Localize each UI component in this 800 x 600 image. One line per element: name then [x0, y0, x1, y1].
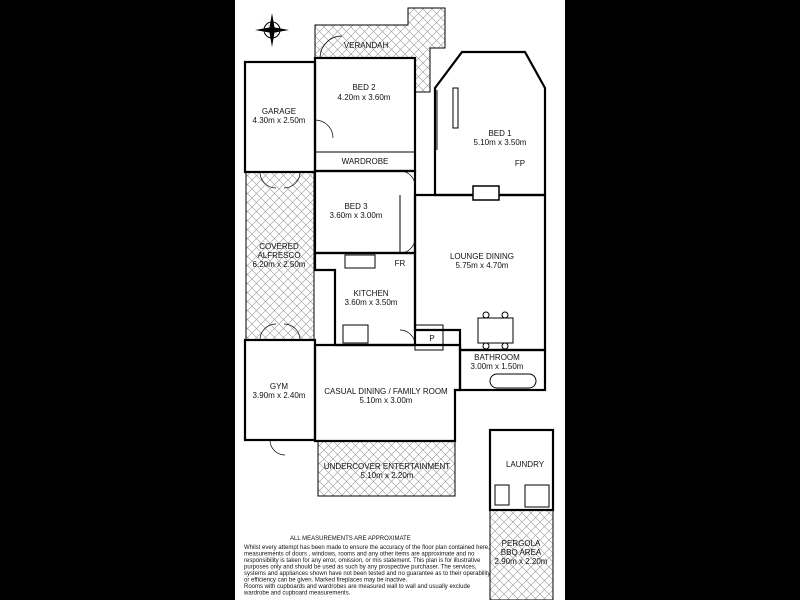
disclaimer-line: or efficiency can be given. Marked firep… — [244, 578, 408, 584]
bed1-size: 5.10m x 3.50m — [474, 138, 527, 147]
disclaimer-line: purposes only and should be used as such… — [244, 565, 477, 571]
outdoor-areas — [245, 7, 554, 600]
bed1-label: BED 1 — [488, 129, 512, 138]
alfresco-size: 6.20m x 2.50m — [253, 260, 306, 269]
undercover-size: 5.10m x 2.20m — [361, 471, 414, 480]
pergola-label-line1: PERGOLA — [502, 539, 541, 548]
fireplace-label: FP — [515, 159, 525, 168]
pantry-label: P — [429, 334, 434, 343]
disclaimer-line: Rooms with cupboards and wardrobes are m… — [244, 584, 471, 590]
wardrobe-label: WARDROBE — [342, 157, 389, 166]
bathroom-size: 3.00m x 1.50m — [471, 362, 524, 371]
disclaimer-line: Whilst every attempt has been made to en… — [244, 545, 490, 551]
pergola-size: 2.90m x 2.20m — [495, 557, 548, 566]
pergola-label-line2: BBQ AREA — [501, 548, 542, 557]
alfresco-label-line2: ALFRESCO — [257, 251, 300, 260]
fireplace-icon — [472, 185, 500, 201]
laundry-label: LAUNDRY — [506, 460, 545, 469]
garage-label: GARAGE — [262, 107, 296, 116]
bed3-size: 3.60m x 3.00m — [330, 211, 383, 220]
lounge-dining-size: 5.75m x 4.70m — [456, 261, 509, 270]
disclaimer-heading: ALL MEASUREMENTS ARE APPROXIMATE — [290, 536, 411, 542]
door-swings — [259, 35, 416, 456]
bed2-label: BED 2 — [352, 83, 376, 92]
casual-dining-walls — [313, 343, 462, 443]
fridge-label: FR — [395, 259, 406, 268]
bed3-label: BED 3 — [344, 202, 368, 211]
laundry-walls — [488, 428, 555, 512]
disclaimer-line: measurements of doors , windows, rooms a… — [244, 552, 475, 558]
kitchen-size: 3.60m x 3.50m — [345, 298, 398, 307]
verandah-label: VERANDAH — [344, 41, 389, 50]
walls — [243, 50, 555, 512]
gym-label: GYM — [270, 382, 289, 391]
alfresco-area — [245, 171, 315, 341]
bathroom-label: BATHROOM — [474, 353, 520, 362]
alfresco-label-line1: COVERED — [259, 242, 299, 251]
garage-size: 4.30m x 2.50m — [253, 116, 306, 125]
undercover-entertainment-area — [317, 440, 456, 497]
disclaimer: ALL MEASUREMENTS ARE APPROXIMATE Whilst … — [243, 536, 491, 597]
undercover-label: UNDERCOVER ENTERTAINMENT — [324, 462, 450, 471]
kitchen-label: KITCHEN — [353, 289, 388, 298]
disclaimer-line: wardrobe and cupboard measurements. — [243, 591, 351, 597]
dining-table-icon — [477, 311, 514, 350]
bed2-size: 4.20m x 3.60m — [338, 93, 391, 102]
casual-dining-size: 5.10m x 3.00m — [360, 396, 413, 405]
compass-rose-icon — [255, 13, 289, 47]
disclaimer-line: responsibility is taken for any error, o… — [244, 558, 481, 564]
gym-size: 3.90m x 2.40m — [253, 391, 306, 400]
lounge-dining-label: LOUNGE DINING — [450, 252, 514, 261]
disclaimer-line: systems and appliances shown have not be… — [244, 571, 491, 577]
pantry-walls — [414, 324, 444, 351]
casual-dining-label: CASUAL DINING / FAMILY ROOM — [324, 387, 448, 396]
